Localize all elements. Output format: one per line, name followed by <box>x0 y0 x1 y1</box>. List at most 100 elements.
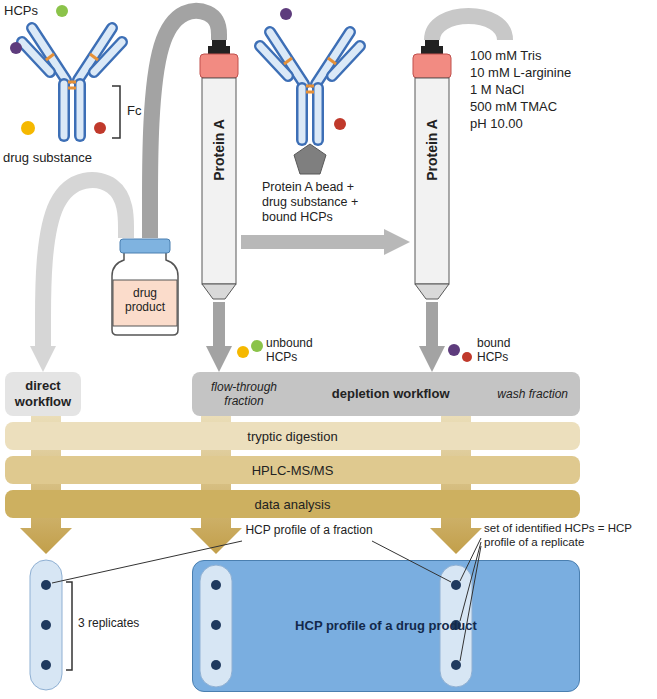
column-fitting <box>212 40 226 47</box>
bottle-label-text: drug product <box>114 286 176 315</box>
fc-bracket <box>112 86 120 138</box>
bottle-cap <box>120 239 170 253</box>
drug-product-bottle: drug product <box>108 238 182 336</box>
fraction-content-label: bound HCPs <box>477 336 527 365</box>
buffer-label: 100 mM Tris <box>470 48 542 64</box>
chain-fill <box>299 88 306 140</box>
protein-a-column: Protein A <box>410 40 454 302</box>
drug-dot <box>237 346 249 358</box>
chain-outline <box>260 46 288 76</box>
bead-label: Protein A bead + drug substance + bound … <box>262 180 374 225</box>
buffer-pipe <box>432 16 505 40</box>
protein-a-bead <box>294 144 326 174</box>
column-body <box>415 78 449 284</box>
disulfide-bond <box>46 54 54 60</box>
bottle-body <box>112 252 178 335</box>
buffer-label: 10 mM L-arginine <box>470 65 571 81</box>
fraction-label: wash fraction <box>497 387 568 401</box>
chain-fill <box>315 88 322 140</box>
flow-arrow <box>213 302 225 346</box>
leader-line <box>372 541 451 582</box>
process-band: data analysis <box>5 490 580 518</box>
chain-outline <box>312 88 324 140</box>
hcp-dot <box>462 352 472 362</box>
replicates-label: 3 replicates <box>78 616 139 630</box>
profile-box: HCP profile of a drug product <box>192 560 580 692</box>
hcp-dot <box>280 8 292 20</box>
column-body <box>202 78 236 284</box>
process-band: HPLC-MS/MS <box>5 456 580 484</box>
disulfide-bond <box>68 81 76 84</box>
replicate-dot <box>211 620 221 630</box>
column-label: Protein A <box>211 119 227 181</box>
disulfide-bond <box>284 58 292 64</box>
replicate-pill <box>200 565 232 687</box>
chain-fill <box>77 84 84 136</box>
leader-line <box>460 538 481 581</box>
replicate-dot <box>41 660 51 670</box>
chain-outline <box>58 84 70 136</box>
replicate-dot <box>41 620 51 630</box>
process-label: HPLC-MS/MS <box>252 463 334 478</box>
chain-fill <box>22 42 50 72</box>
bottle-label <box>113 280 177 326</box>
column-label: Protein A <box>424 119 440 181</box>
profile-label: HCP profile of a drug product <box>295 618 477 634</box>
replicate-dot <box>41 580 51 590</box>
column-fitting <box>425 40 439 47</box>
process-label: data analysis <box>255 497 331 512</box>
buffer-label: 1 M NaCl <box>470 82 524 98</box>
chain-fill <box>61 84 68 136</box>
flow-arrow <box>426 302 438 346</box>
hcp-dot <box>251 340 263 352</box>
replicate-pill <box>30 560 62 690</box>
antibody <box>22 28 122 136</box>
leader-line <box>460 542 481 621</box>
leader-line <box>460 546 481 661</box>
buffer-label: pH 10.00 <box>470 116 523 132</box>
process-label: tryptic digestion <box>247 429 337 444</box>
callout-label: HCP profile of a fraction <box>244 523 374 537</box>
disulfide-bond <box>90 54 98 60</box>
fraction-label: flow-through fraction <box>204 380 284 409</box>
workflow-band: flow-through fraction depletion workflow w… <box>192 372 580 416</box>
replicate-dot <box>211 660 221 670</box>
leader-line <box>52 541 242 583</box>
hcp-dot <box>94 122 106 134</box>
chain-fill <box>260 46 288 76</box>
hcp-dot <box>448 344 460 356</box>
column-cap <box>200 54 238 78</box>
chain-outline <box>332 46 360 76</box>
process-band: tryptic digestion <box>5 422 580 450</box>
workflow-box: direct workflow <box>5 372 81 416</box>
disulfide-bond <box>306 85 314 88</box>
hcp-dot <box>10 42 22 54</box>
hcp-dot <box>56 5 68 17</box>
protein-a-column: Protein A <box>197 40 241 302</box>
workflow-label: depletion workflow <box>332 386 450 402</box>
buffer-label: 500 mM TMAC <box>470 99 557 115</box>
replicates-bracket <box>66 582 72 670</box>
disulfide-bond <box>306 91 314 94</box>
drug-substance-label: drug substance <box>3 150 92 166</box>
disulfide-bond <box>328 58 336 64</box>
chain-outline <box>74 84 86 136</box>
column-tip <box>415 284 449 299</box>
chain-outline <box>22 42 50 72</box>
flow-arrow <box>241 235 384 249</box>
hcp-dot <box>334 118 346 130</box>
callout-label: set of identified HCPs = HCP profile of … <box>484 522 652 550</box>
replicate-dot <box>211 580 221 590</box>
replicate-dot <box>451 580 461 590</box>
fraction-content-label: unbound HCPs <box>266 336 326 365</box>
workflow-label: direct workflow <box>9 378 77 409</box>
column-cap <box>413 54 451 78</box>
hcp-label: HCPs <box>4 3 38 19</box>
chain-fill <box>94 42 122 72</box>
column-tip <box>202 284 236 299</box>
disulfide-bond <box>68 87 76 90</box>
chain-outline <box>296 88 308 140</box>
drug-dot <box>21 121 35 135</box>
